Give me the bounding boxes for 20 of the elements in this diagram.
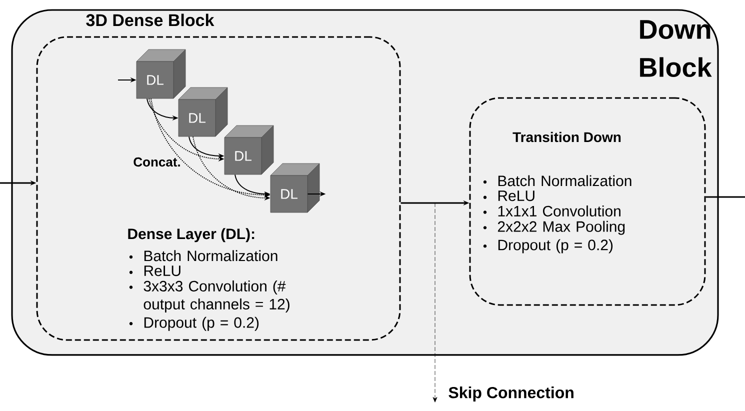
bullet-item: 3x3x3 Convolution (# output channels = 12) xyxy=(144,280,290,312)
edge-label: Skip Connection xyxy=(448,386,574,402)
cube: DL xyxy=(224,125,274,175)
bullet-item: ReLU xyxy=(498,190,534,202)
block-title: Down Block xyxy=(640,20,712,78)
bullet-item: Dropout (p = 0.2) xyxy=(144,316,259,331)
bullet-item: ReLU xyxy=(144,266,180,276)
box-heading: 3D Dense Block xyxy=(86,14,214,26)
concat-label: Concat. xyxy=(134,157,180,167)
bullet-item: Dropout (p = 0.2) xyxy=(498,239,613,254)
arrow xyxy=(432,202,438,402)
list-heading: Dense Layer (DL): xyxy=(128,228,254,242)
bullet-item: Batch Normalization xyxy=(498,175,632,186)
bullet-item: 1x1x1 Convolution xyxy=(498,205,620,216)
cube: DL xyxy=(270,163,320,213)
bullet-item: 2x2x2 Max Pooling xyxy=(498,220,625,235)
bullet-item: Batch Normalization xyxy=(144,250,278,262)
box-heading: Transition Down xyxy=(512,132,621,142)
cube: DL xyxy=(136,49,186,99)
cube: DL xyxy=(178,87,228,137)
